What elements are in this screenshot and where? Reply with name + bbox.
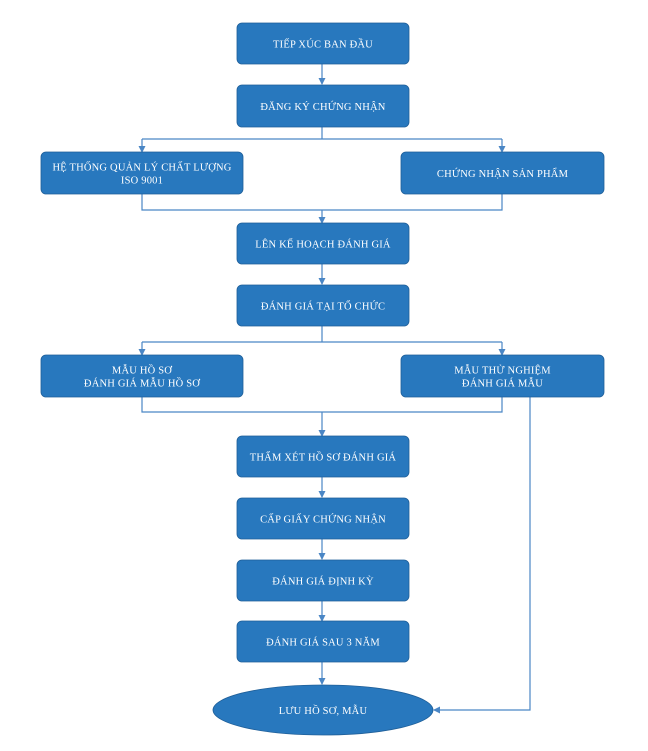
node-shape [400,151,605,195]
node-label: LÊN KẾ HOẠCH ĐÁNH GIÁ [255,238,391,251]
node-shape [236,22,410,65]
node-chung-nhan-san-pham: CHỨNG NHẬN SẢN PHẨM [400,151,605,195]
node-label: THẨM XÉT HỒ SƠ ĐÁNH GIÁ [250,451,397,464]
node-label: TIẾP XÚC BAN ĐẦU [273,38,373,51]
node-label: MẪU HỒ SƠ [112,364,172,377]
node-shape [40,354,244,398]
node-shape [400,354,605,398]
node-label: LƯU HỒ SƠ, MẪU [279,704,368,717]
node-tham-xet-ho-so: THẨM XÉT HỒ SƠ ĐÁNH GIÁ [236,435,410,478]
connectors [138,64,531,714]
node-dang-ky-chung-nhan: ĐĂNG KÝ CHỨNG NHẬN [236,84,410,128]
node-he-thong-quan-ly-chat-luong: HỆ THỐNG QUẢN LÝ CHẤT LƯỢNG ISO 9001 [40,151,244,195]
node-label: ĐÁNH GIÁ TẠI TỔ CHỨC [261,300,385,313]
node-cap-giay-chung-nhan: CẤP GIẤY CHỨNG NHẬN [236,497,410,540]
node-label: ĐÁNH GIÁ ĐỊNH KỲ [272,576,374,588]
node-label: CHỨNG NHẬN SẢN PHẨM [437,167,569,180]
node-shape [236,222,410,265]
arrow-mau-thu-nghiem-to-luu [433,397,531,714]
node-shape [236,620,410,663]
node-shape [236,84,410,128]
node-danh-gia-dinh-ky: ĐÁNH GIÁ ĐỊNH KỲ [236,559,410,602]
node-label: ISO 9001 [121,176,163,187]
node-danh-gia-tai-to-chuc: ĐÁNH GIÁ TẠI TỔ CHỨC [236,284,410,327]
node-danh-gia-sau-3-nam: ĐÁNH GIÁ SAU 3 NĂM [236,620,410,663]
connector-merge-2 [141,397,503,413]
nodes: TIẾP XÚC BAN ĐẦU ĐĂNG KÝ CHỨNG NHẬN HỆ T… [40,22,605,736]
connector-merge-1 [141,194,503,211]
node-shape [236,559,410,602]
node-label: HỆ THỐNG QUẢN LÝ CHẤT LƯỢNG [52,161,231,174]
node-label: CẤP GIẤY CHỨNG NHẬN [260,513,386,526]
node-label: ĐÁNH GIÁ MẪU HỒ SƠ [84,377,200,390]
node-label: ĐÁNH GIÁ MẪU [462,377,543,390]
node-shape [236,497,410,540]
node-label: MẪU THỬ NGHIỆM [454,364,551,377]
node-tiep-xuc-ban-dau: TIẾP XÚC BAN ĐẦU [236,22,410,65]
node-label: ĐĂNG KÝ CHỨNG NHẬN [260,101,385,113]
node-luu-ho-so-mau: LƯU HỒ SƠ, MẪU [212,684,434,736]
node-label: ĐÁNH GIÁ SAU 3 NĂM [266,637,380,649]
node-shape [40,151,244,195]
node-shape [236,284,410,327]
node-shape [236,435,410,478]
node-shape [212,684,434,736]
node-len-ke-hoach-danh-gia: LÊN KẾ HOẠCH ĐÁNH GIÁ [236,222,410,265]
